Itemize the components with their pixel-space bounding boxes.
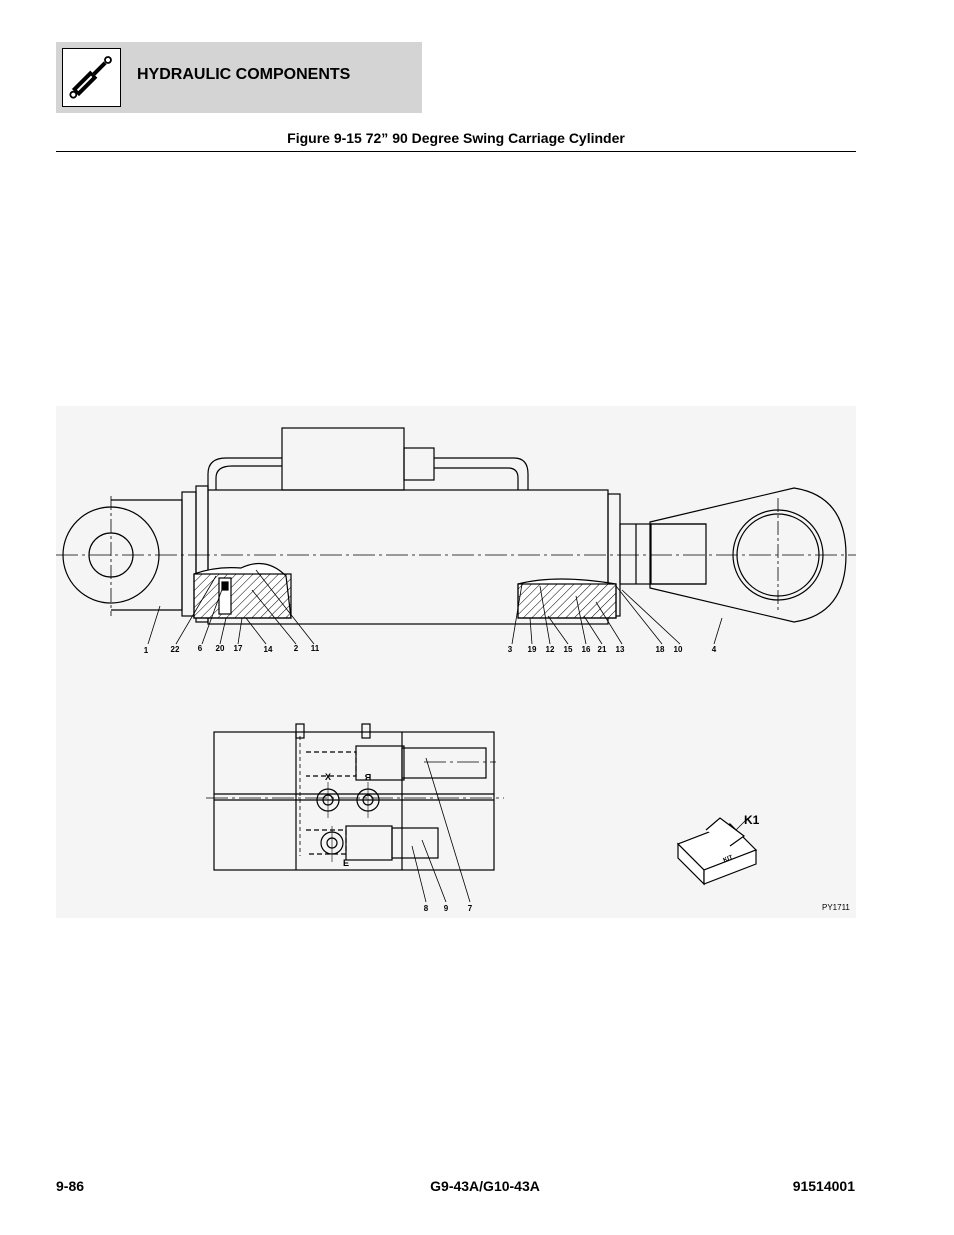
hydraulic-cylinder-icon — [62, 48, 121, 107]
callout-6: 6 — [198, 644, 203, 653]
callout-22: 22 — [171, 645, 180, 654]
callout-19: 19 — [528, 645, 537, 654]
title-rule — [56, 151, 856, 152]
footer-page-number: 9-86 — [56, 1178, 85, 1194]
callout-2: 2 — [294, 644, 299, 653]
kit-box-text: KIT — [723, 855, 735, 864]
port-label-x: X — [325, 772, 331, 782]
callout-18: 18 — [656, 645, 665, 654]
callout-16: 16 — [582, 645, 591, 654]
callout-4: 4 — [712, 645, 717, 654]
callout-11: 11 — [311, 644, 320, 653]
footer-doc-number: 91514001 — [792, 1178, 855, 1194]
section-title: HYDRAULIC COMPONENTS — [137, 66, 351, 83]
callout-14: 14 — [264, 645, 273, 654]
callout-10: 10 — [674, 645, 683, 654]
callout-7: 7 — [468, 904, 473, 913]
kit-box-icon — [676, 817, 758, 886]
callout-9: 9 — [444, 904, 449, 913]
kit-label: K1 — [744, 813, 760, 827]
callout-3: 3 — [508, 645, 513, 654]
callout-12: 12 — [546, 645, 555, 654]
callout-15: 15 — [564, 645, 573, 654]
footer-model: G9-43A/G10-43A — [430, 1178, 540, 1194]
callout-1: 1 — [144, 646, 149, 655]
port-label-e: E — [343, 858, 349, 868]
callout-20: 20 — [216, 644, 225, 653]
drawing-id: PY1711 — [822, 903, 850, 912]
callout-8: 8 — [424, 904, 429, 913]
port-label-b: B — [364, 772, 371, 782]
callout-17: 17 — [234, 644, 243, 653]
callout-13: 13 — [616, 645, 625, 654]
figure-title: Figure 9-15 72” 90 Degree Swing Carriage… — [287, 130, 625, 146]
cylinder-drawing: 1 22 6 20 17 14 2 11 3 19 12 15 16 21 13… — [56, 427, 856, 913]
callout-21: 21 — [598, 645, 607, 654]
